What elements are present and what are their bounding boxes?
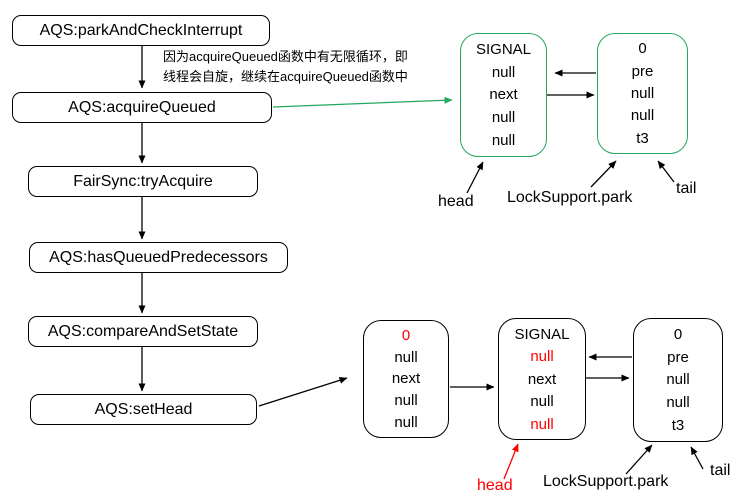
flow-node-acquire-queued: AQS:acquireQueued xyxy=(12,92,272,123)
arrow-sethead-to-queue xyxy=(258,376,348,407)
node-field-next: next xyxy=(391,370,421,388)
flow-node-set-head: AQS:setHead xyxy=(30,394,257,425)
node-field-pre: null xyxy=(491,63,516,81)
annotation-line-1: 因为acquireQueued函数中有无限循环，即 xyxy=(163,49,408,64)
flow-node-compare-and-set-state: AQS:compareAndSetState xyxy=(28,316,258,347)
node-field-nextwaiter: null xyxy=(530,393,554,410)
node-field-pre: null xyxy=(394,348,418,366)
queue-after-new-head-node: SIGNAL null next null null xyxy=(498,318,586,440)
arrow-after-tail-label xyxy=(690,446,704,470)
node-field-thread: t3 xyxy=(671,417,685,435)
node-field-thread: null xyxy=(530,415,554,433)
queue-after-head-label: head xyxy=(477,477,513,494)
flow-node-has-queued-predecessors: AQS:hasQueuedPredecessors xyxy=(29,242,288,273)
node-field-pre: null xyxy=(530,348,554,365)
queue-before-locksupport-park-label: LockSupport.park xyxy=(507,189,633,206)
arrow-acquirequeued-to-queue xyxy=(272,96,453,108)
queue-before-tail-node: 0 pre null null t3 xyxy=(597,33,688,154)
queue-after-tail-node: 0 pre null null t3 xyxy=(633,318,723,442)
node-field-waitstatus: 0 xyxy=(638,40,647,58)
node-field-nextwaiter: null xyxy=(394,392,418,410)
node-field-nextwaiter: null xyxy=(630,107,655,125)
queue-before-head-node: SIGNAL null next null null xyxy=(460,33,547,157)
queue-before-tail-label: tail xyxy=(676,180,697,197)
node-field-thread: null xyxy=(394,414,418,432)
node-field-next: next xyxy=(527,370,557,388)
spin-loop-annotation: 因为acquireQueued函数中有无限循环，即 线程会自旋，继续在acqui… xyxy=(163,47,408,87)
queue-after-old-head-node: 0 null next null null xyxy=(363,320,449,438)
node-field-thread: null xyxy=(491,132,516,150)
node-field-waitstatus: SIGNAL xyxy=(475,40,532,58)
node-field-next: null xyxy=(666,371,690,389)
arrow-before-park-label xyxy=(590,160,617,188)
node-field-pre: pre xyxy=(667,348,689,366)
node-field-waitstatus: SIGNAL xyxy=(514,325,570,343)
node-field-waitstatus: 0 xyxy=(401,326,411,344)
node-field-next: null xyxy=(630,84,655,102)
queue-after-locksupport-park-label: LockSupport.park xyxy=(543,473,669,490)
flow-node-try-acquire: FairSync:tryAcquire xyxy=(28,166,258,197)
node-field-nextwaiter: null xyxy=(666,394,690,412)
arrow-after-head-label xyxy=(503,443,519,480)
flow-node-park-and-check-interrupt: AQS:parkAndCheckInterrupt xyxy=(12,15,270,46)
arrow-before-head-label xyxy=(466,161,484,194)
node-field-thread: t3 xyxy=(636,129,649,147)
arrow-after-park-label xyxy=(625,444,653,475)
arrow-before-tail-label xyxy=(657,160,675,183)
node-field-nextwaiter: null xyxy=(491,109,516,127)
node-field-next: next xyxy=(489,86,518,104)
queue-before-head-label: head xyxy=(438,193,474,210)
node-field-pre: pre xyxy=(631,62,654,80)
node-field-waitstatus: 0 xyxy=(673,325,683,343)
annotation-line-2: 线程会自旋，继续在acquireQueued函数中 xyxy=(163,69,408,84)
queue-after-tail-label: tail xyxy=(710,462,731,479)
